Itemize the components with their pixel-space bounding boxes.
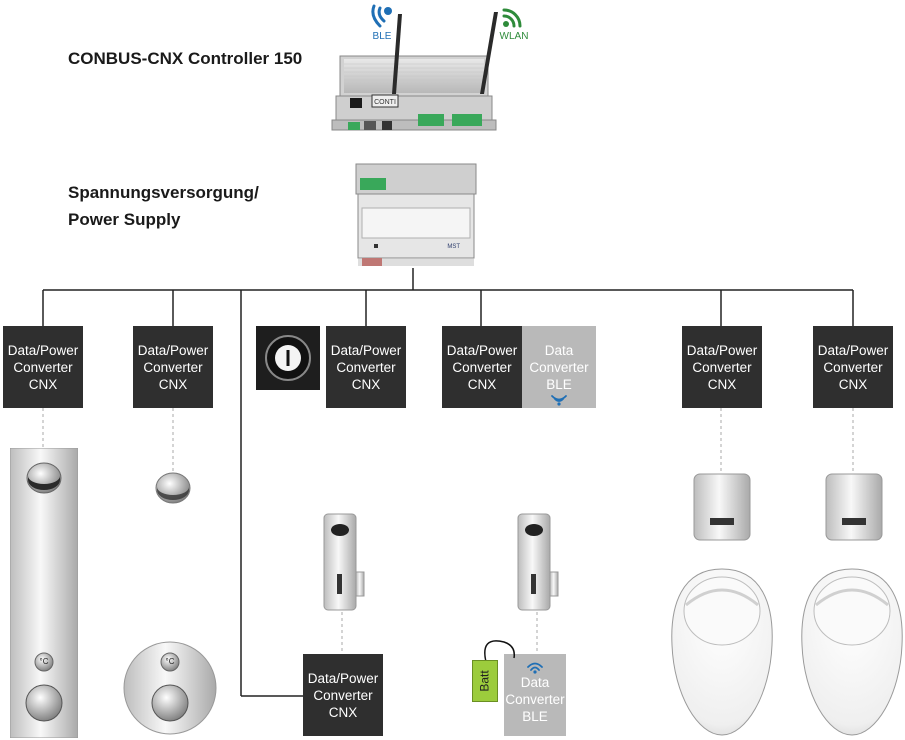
converter-cnx-3: Data/Power Converter CNX xyxy=(326,326,406,408)
battery-label: Batt xyxy=(477,670,492,692)
urinal-1 xyxy=(671,568,773,736)
converter-line3: CNX xyxy=(707,376,737,392)
round-mixer-panel xyxy=(123,641,217,735)
controller-device: CONTI xyxy=(331,12,498,131)
converter-line1: Data/Power xyxy=(7,342,79,358)
shower-panel xyxy=(10,448,78,738)
urinal-sensor-2 xyxy=(825,473,883,541)
converter-line3: CNX xyxy=(158,376,188,392)
converter-line2: Converter xyxy=(336,359,396,375)
faucet-2 xyxy=(517,513,559,611)
wireless-icon xyxy=(551,395,567,406)
converter-line3: BLE xyxy=(522,709,548,724)
converter-line3: CNX xyxy=(351,376,381,392)
urinal-sensor-1 xyxy=(693,473,751,541)
converter-line2: Converter xyxy=(143,359,203,375)
converter-line1: Data/Power xyxy=(686,342,758,358)
converter-line1: Data/Power xyxy=(817,342,889,358)
key-switch-icon xyxy=(256,326,320,390)
power-supply-title-line1: Spannungsversorgung/ xyxy=(68,183,259,202)
converter-line2: Converter xyxy=(313,687,373,703)
temperature-label: °C xyxy=(39,657,49,666)
converter-line1: Data/Power xyxy=(307,670,379,686)
converter-cnx-4: Data/Power Converter CNX xyxy=(442,326,522,408)
converter-ble-2: Data Converter BLE xyxy=(504,654,566,736)
converter-cnx-2: Data/Power Converter CNX xyxy=(133,326,213,408)
shower-head xyxy=(155,472,191,504)
converter-line3: BLE xyxy=(546,377,572,392)
ble-icon xyxy=(371,4,392,28)
urinal-2 xyxy=(801,568,903,736)
converter-line1: Data xyxy=(544,343,574,358)
converter-line1: Data/Power xyxy=(137,342,209,358)
controller-brand: CONTI xyxy=(374,99,396,106)
converter-line3: CNX xyxy=(28,376,58,392)
battery-box: Batt xyxy=(472,660,498,702)
converter-line2: Converter xyxy=(505,692,565,707)
wlan-label: WLAN xyxy=(499,31,529,42)
converter-line3: CNX xyxy=(838,376,868,392)
converter-line1: Data/Power xyxy=(330,342,402,358)
faucet-1 xyxy=(323,513,365,611)
wlan-icon xyxy=(502,8,522,28)
converter-line1: Data xyxy=(520,675,550,690)
power-supply-title-line2: Power Supply xyxy=(68,210,181,229)
ble-label: BLE xyxy=(372,31,392,42)
converter-line3: CNX xyxy=(467,376,497,392)
converter-line3: CNX xyxy=(328,704,358,720)
controller-title: CONBUS-CNX Controller 150 xyxy=(68,49,303,68)
converter-line2: Converter xyxy=(823,359,883,375)
power-supply-brand: MST xyxy=(447,244,460,250)
converter-line2: Converter xyxy=(529,360,589,375)
wireless-icon xyxy=(527,662,543,674)
power-supply-device: MST xyxy=(355,163,477,266)
converter-ble-1: Data Converter BLE xyxy=(522,326,596,408)
converter-line2: Converter xyxy=(13,359,73,375)
converter-cnx-7: Data/Power Converter CNX xyxy=(303,654,383,736)
converter-cnx-6: Data/Power Converter CNX xyxy=(813,326,893,408)
converter-line2: Converter xyxy=(452,359,512,375)
converter-line2: Converter xyxy=(692,359,752,375)
converter-line1: Data/Power xyxy=(446,342,518,358)
battery-cable xyxy=(484,640,516,663)
temperature-label: °C xyxy=(165,657,175,666)
converter-cnx-1: Data/Power Converter CNX xyxy=(3,326,83,408)
converter-cnx-5: Data/Power Converter CNX xyxy=(682,326,762,408)
